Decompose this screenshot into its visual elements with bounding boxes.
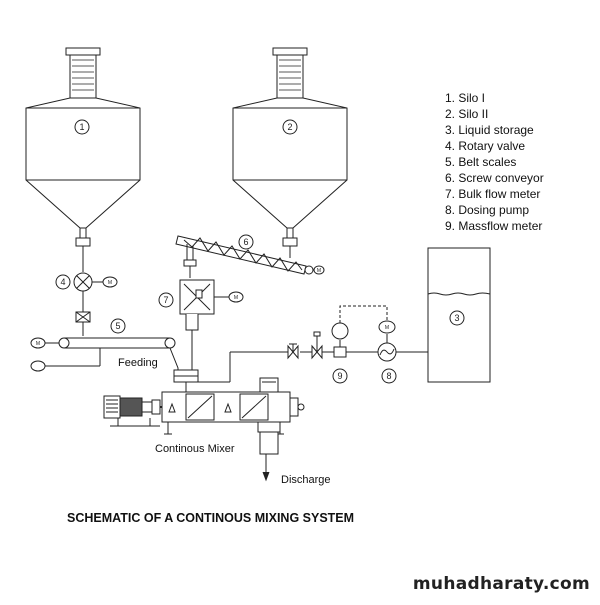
marker-3: 3 [454,313,459,323]
discharge-label: Discharge [281,474,331,486]
screw-conveyor [175,235,325,278]
legend-item: 7. Bulk flow meter [445,187,541,201]
marker-1: 1 [79,122,84,132]
motor-tag-belt: M [36,341,40,347]
legend-item: 9. Massflow meter [445,219,543,233]
silo-1 [25,47,141,238]
watermark: muhadharaty.com [412,574,590,594]
feeding-label: Feeding [118,357,158,369]
marker-5: 5 [115,321,120,331]
legend-item: 6. Screw conveyor [445,171,544,185]
mixer-motor [103,395,162,427]
legend-item: 3. Liquid storage [445,123,534,137]
rotary-valve [73,237,118,336]
motor-tag-flow-meter: M [234,295,238,301]
liquid-line [198,305,428,383]
marker-8: 8 [386,371,391,381]
mixer-label: Continous Mixer [155,443,235,455]
motor-tag-rotary-valve: M [108,280,112,286]
diagram-title: SCHEMATIC OF A CONTINOUS MIXING SYSTEM [67,511,355,525]
continuous-mixer [161,377,305,482]
legend-item: 5. Belt scales [445,155,517,169]
reference-markers [55,119,465,384]
marker-7: 7 [163,295,168,305]
belt-scales [30,337,179,372]
motor-tag-pump: M [385,325,389,331]
marker-6: 6 [243,237,248,247]
bulk-flow-meter [179,279,244,370]
legend-item: 8. Dosing pump [445,203,530,217]
motor-tag-screw: M [317,268,321,274]
legend-item: 4. Rotary valve [445,139,526,153]
marker-2: 2 [287,122,292,132]
marker-9: 9 [337,371,342,381]
legend-item: 2. Silo II [445,107,489,121]
silo-2 [232,47,348,238]
legend-item: 1. Silo I [445,91,486,105]
legend-list: 1. Silo I 2. Silo II 3. Liquid storage 4… [445,90,544,234]
marker-4: 4 [60,277,65,287]
